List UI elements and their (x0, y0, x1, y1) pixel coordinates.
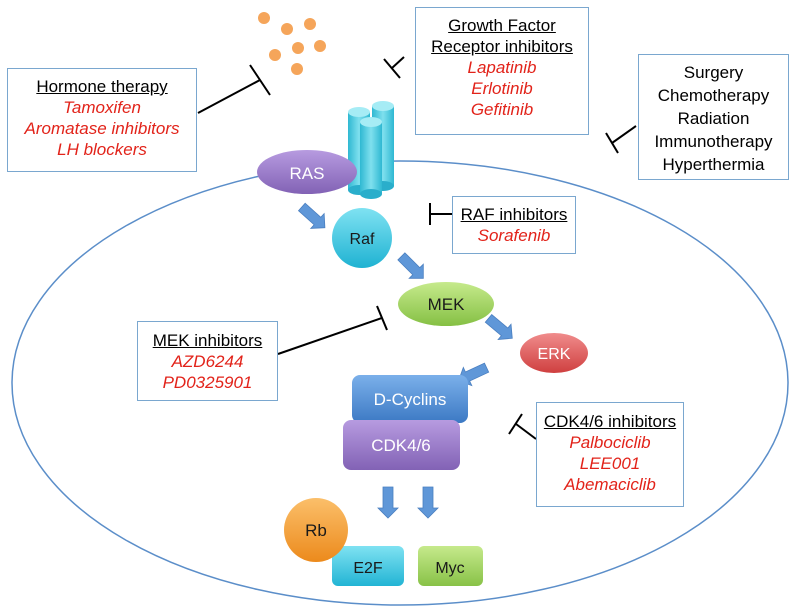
therapy-radiation: Radiation (677, 109, 750, 128)
gf-receptor-inhibitors-box: Growth Factor Receptor inhibitors Lapati… (415, 7, 589, 135)
therapy-chemotherapy: Chemotherapy (657, 86, 770, 105)
growth-factor-dots (258, 12, 326, 75)
node-raf-label: Raf (350, 231, 375, 248)
therapy-immunotherapy: Immunotherapy (654, 132, 773, 151)
drug-lapatinib: Lapatinib (467, 58, 537, 77)
node-cdk46: CDK4/6 (343, 420, 460, 470)
node-erk: ERK (520, 333, 588, 373)
receptor-icon (348, 101, 394, 199)
drug-tamoxifen: Tamoxifen (63, 98, 141, 117)
drug-sorafenib: Sorafenib (477, 226, 551, 245)
drug-pd0325901: PD0325901 (162, 373, 253, 392)
node-myc-label: Myc (435, 560, 464, 577)
node-ras: RAS (257, 150, 357, 194)
node-rb: Rb (284, 498, 348, 562)
hormone-therapy-box: Hormone therapy Tamoxifen Aromatase inhi… (7, 68, 197, 172)
other-therapies-box: Surgery Chemotherapy Radiation Immunothe… (638, 54, 789, 180)
node-mek: MEK (398, 282, 494, 326)
cell-membrane (11, 160, 789, 606)
node-e2f: E2F (332, 546, 404, 586)
node-d-cyclins: D-Cyclins (352, 375, 468, 423)
drug-aromatase-inhibitors: Aromatase inhibitors (24, 119, 180, 138)
drug-lee001: LEE001 (579, 454, 641, 473)
node-e2f-label: E2F (353, 560, 383, 577)
node-cdk46-label: CDK4/6 (371, 436, 431, 455)
node-d-cyclins-label: D-Cyclins (374, 390, 447, 409)
cdk-inhibitors-title: CDK4/6 inhibitors (543, 412, 677, 431)
therapy-hyperthermia: Hyperthermia (662, 155, 765, 174)
mek-inhibitors-title: MEK inhibitors (152, 331, 263, 350)
gf-receptor-title-line2: Receptor inhibitors (431, 37, 573, 56)
therapy-surgery: Surgery (683, 63, 744, 82)
drug-abemaciclib: Abemaciclib (564, 475, 656, 494)
gf-receptor-title-line1: Growth Factor (448, 16, 556, 35)
mek-inhibitors-box: MEK inhibitors AZD6244 PD0325901 (137, 321, 278, 401)
drug-erlotinib: Erlotinib (471, 79, 533, 98)
node-raf: Raf (332, 208, 392, 268)
raf-inhibitors-box: RAF inhibitors Sorafenib (452, 196, 576, 254)
node-rb-label: Rb (305, 521, 327, 540)
drug-gefitinib: Gefitinib (470, 100, 534, 119)
drug-lh-blockers: LH blockers (57, 140, 147, 159)
inhibition-lines (197, 56, 637, 440)
cdk-inhibitors-box: CDK4/6 inhibitors Palbociclib LEE001 Abe… (536, 402, 684, 507)
hormone-therapy-title: Hormone therapy (36, 77, 168, 96)
drug-azd6244: AZD6244 (171, 352, 244, 371)
raf-inhibitors-title: RAF inhibitors (460, 205, 568, 224)
node-mek-label: MEK (428, 295, 466, 314)
node-ras-label: RAS (290, 164, 325, 183)
drug-palbociclib: Palbociclib (569, 433, 651, 452)
node-myc: Myc (418, 546, 483, 586)
node-erk-label: ERK (538, 346, 571, 363)
